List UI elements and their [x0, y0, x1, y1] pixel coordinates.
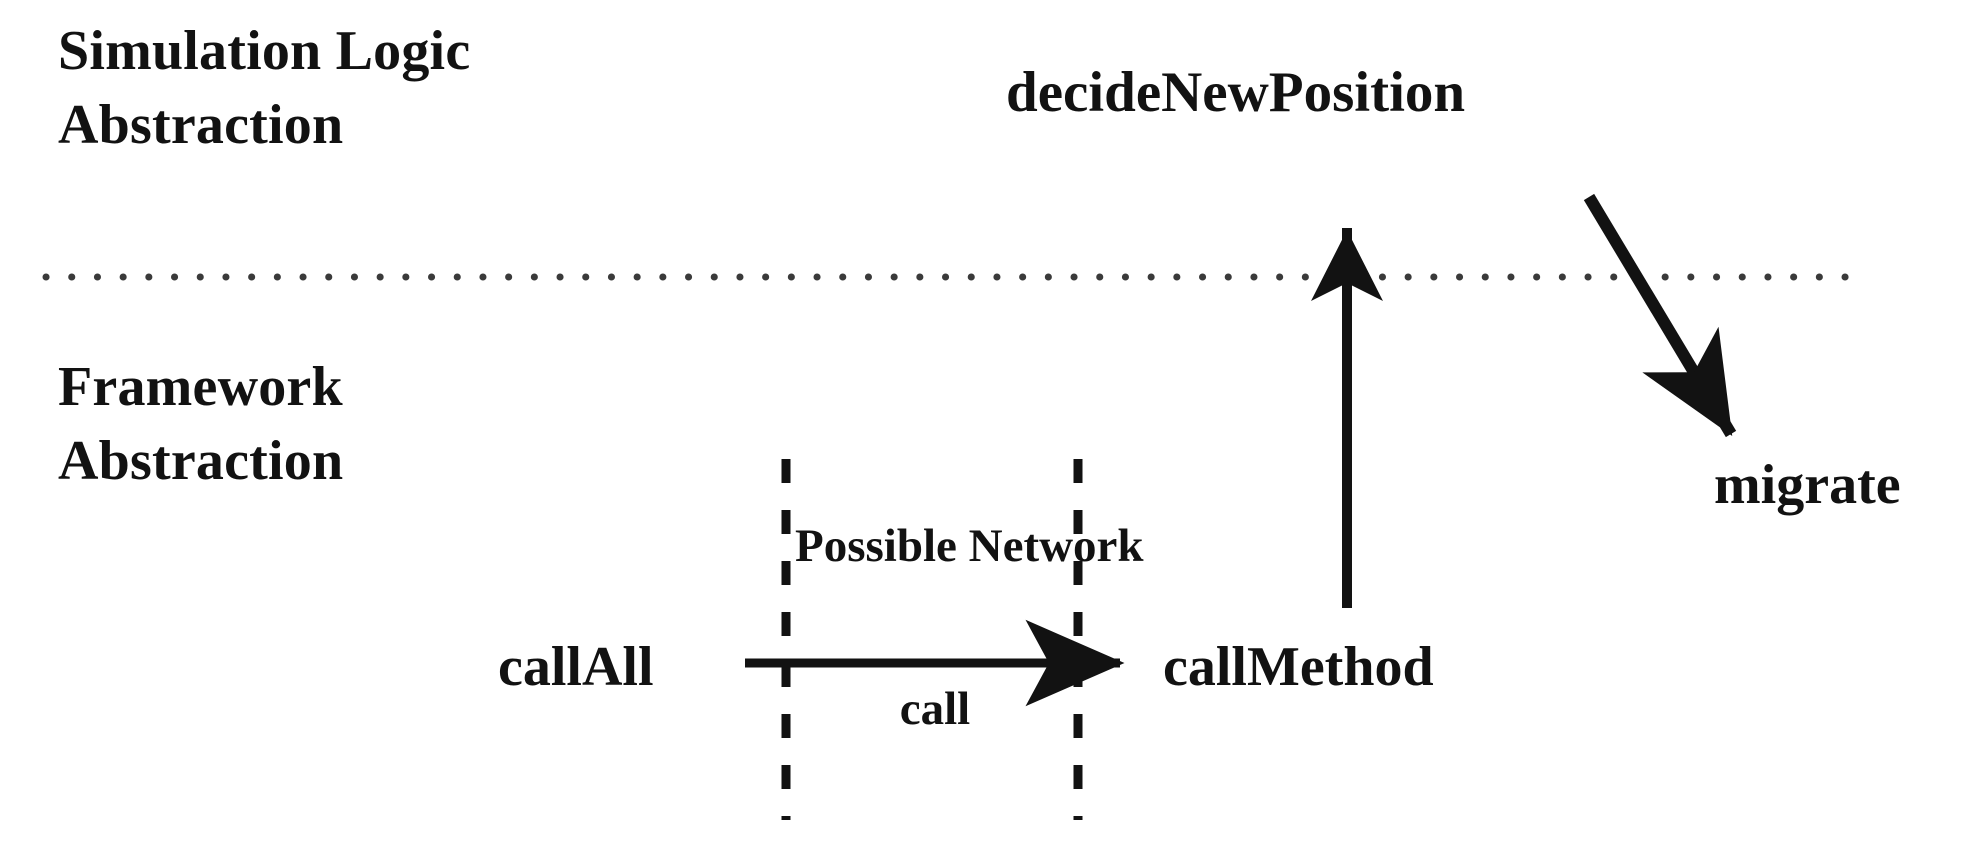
layer-label-simulation-logic: Simulation Logic Abstraction: [58, 20, 471, 156]
node-call-all: callAll: [498, 636, 654, 698]
node-decide-new-position: decideNewPosition: [1006, 61, 1466, 124]
edge-decidenewposition-to-migrate: [1583, 193, 1737, 438]
node-call-method: callMethod: [1163, 636, 1434, 698]
layer-label-framework: Framework Abstraction: [58, 356, 344, 492]
edge-label-possible-network: Possible Network: [795, 520, 1144, 572]
edge-label-call: call: [899, 683, 971, 735]
node-migrate: migrate: [1714, 454, 1901, 516]
